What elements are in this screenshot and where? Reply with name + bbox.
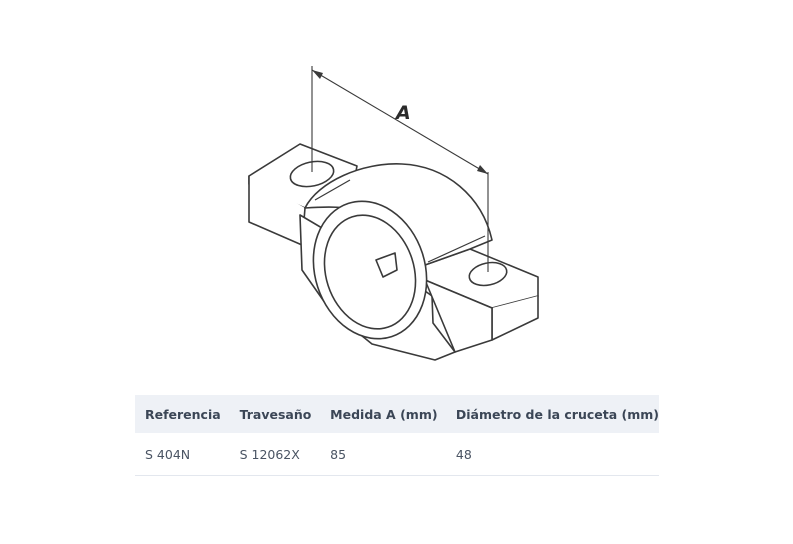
cell-diametro-cruceta: 48	[445, 433, 659, 476]
specifications-table: Referencia Travesaño Medida A (mm) Diáme…	[135, 395, 659, 476]
arch-seam-right	[427, 235, 486, 263]
cell-medida-a: 85	[320, 433, 446, 476]
right-base-leg	[424, 279, 493, 353]
cell-travesano: S 12062X	[229, 433, 321, 476]
header-travesano: Travesaño	[229, 395, 321, 433]
table-row: S 404N S 12062X 85 48	[135, 433, 659, 476]
dimension-label: A	[394, 102, 411, 124]
header-diametro-cruceta: Diámetro de la cruceta (mm)	[445, 395, 659, 433]
technical-drawing: A	[248, 66, 539, 361]
dimension-arrow-right	[477, 165, 488, 174]
clamp-ring-inner	[323, 214, 417, 330]
header-referencia: Referencia	[135, 395, 230, 433]
arch-seam-left	[314, 179, 351, 201]
left-bolt-hole	[289, 160, 335, 188]
right-bolt-hole	[468, 261, 508, 287]
dimension-arrow-left	[312, 70, 323, 79]
dimension-line	[311, 69, 489, 175]
clamp-drawing-svg: A	[248, 66, 539, 361]
key-notch	[375, 252, 398, 278]
table-header-row: Referencia Travesaño Medida A (mm) Diáme…	[135, 395, 659, 433]
header-medida-a: Medida A (mm)	[320, 395, 446, 433]
cell-referencia: S 404N	[135, 433, 230, 476]
